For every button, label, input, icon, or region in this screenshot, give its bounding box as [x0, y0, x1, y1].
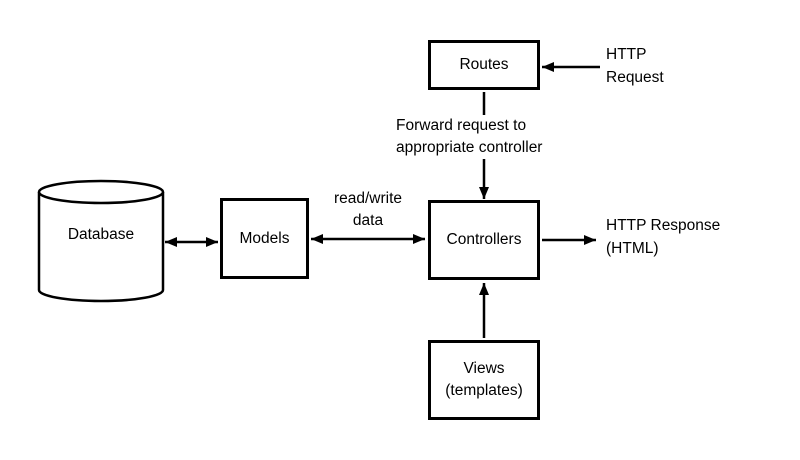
node-controllers: Controllers — [428, 200, 540, 280]
node-models-label: Models — [239, 229, 290, 247]
label-forward-request-line1: Forward request to — [396, 117, 527, 134]
node-views: Views (templates) — [428, 340, 540, 420]
label-http-request-line1: HTTP — [606, 46, 647, 63]
label-read-write-data: read/write data — [322, 188, 414, 232]
label-http-request-line2: Request — [606, 69, 664, 86]
node-routes-label: Routes — [459, 56, 509, 73]
node-views-label-line2: (templates) — [445, 382, 523, 399]
node-routes: Routes — [428, 40, 540, 90]
node-database-label: Database — [67, 226, 135, 243]
label-http-request: HTTP Request — [606, 43, 664, 89]
label-read-write-data-line2: data — [352, 212, 384, 229]
database-cylinder — [37, 179, 165, 303]
node-models: Models — [220, 198, 309, 279]
label-forward-request-line2: appropriate controller — [396, 139, 543, 156]
node-views-label-line1: Views — [463, 360, 505, 377]
label-http-response-line1: HTTP Response — [606, 217, 721, 234]
node-controllers-label: Controllers — [446, 231, 522, 248]
label-http-response-line2: (HTML) — [606, 240, 659, 257]
label-read-write-data-line1: read/write — [333, 190, 403, 207]
label-forward-request: Forward request to appropriate controlle… — [394, 115, 545, 159]
label-http-response: HTTP Response (HTML) — [606, 214, 720, 260]
